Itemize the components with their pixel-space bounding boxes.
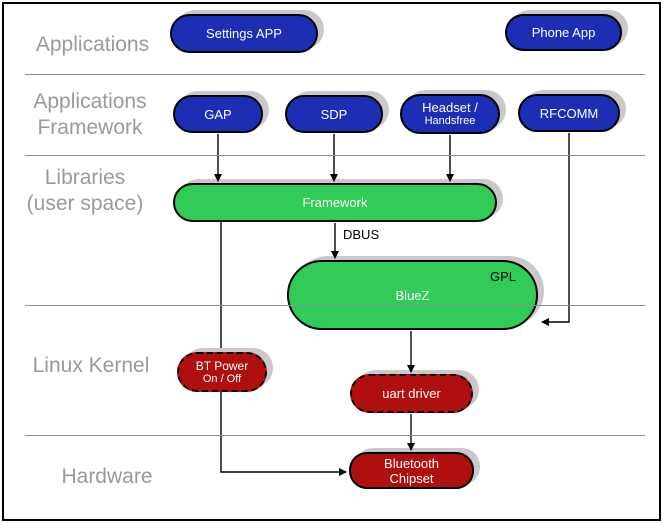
node-uart-driver-label: uart driver [382,386,441,401]
node-bluetooth-chipset: Bluetooth Chipset [349,452,474,489]
layer-label-applications-framework: Applications Framework [20,89,160,141]
layer-label-applications-framework-line2: Framework [37,116,143,139]
node-uart-driver: uart driver [350,374,473,413]
layer-label-applications-framework-line1: Applications [33,90,147,113]
node-headset-line2: Handsfree [424,115,476,127]
layer-label-applications: Applications [25,32,160,58]
connector-rfcomm-to-bluez [541,133,570,326]
layer-label-libraries: Libraries (user space) [10,165,160,217]
separator-framework [25,155,645,156]
node-sdp: SDP [285,95,383,133]
node-settings-app: Settings APP [170,14,318,53]
node-phone-app-label: Phone App [531,25,596,40]
node-phone-app: Phone App [505,14,622,51]
layer-label-linux-kernel-text: Linux Kernel [32,354,150,377]
node-gap-label: GAP [204,106,232,122]
layer-label-hardware-text: Hardware [61,465,153,488]
separator-applications [25,74,645,75]
layer-label-linux-kernel: Linux Kernel [21,353,161,379]
node-bluez-label: BlueZ [395,287,430,303]
layer-label-applications-text: Applications [35,33,150,56]
node-sdp-label: SDP [320,106,348,122]
layer-label-libraries-line1: Libraries [44,166,126,189]
node-bluez: GPL BlueZ [287,260,538,330]
node-framework: Framework [173,183,497,222]
node-bt-power-line1: BT Power [195,358,249,373]
node-bluetooth-chipset-line1: Bluetooth [384,455,439,471]
node-settings-app-label: Settings APP [206,26,282,41]
node-rfcomm: RFCOMM [518,94,620,132]
separator-userspace-kernel [25,305,645,306]
layer-label-libraries-line2: (user space) [26,192,144,215]
node-bt-power-line2: On / Off [202,372,242,385]
separator-kernel-hardware [25,435,645,436]
node-headset-line1: Headset / [422,100,478,115]
layer-label-hardware: Hardware [37,464,177,490]
node-bluetooth-chipset-line2: Chipset [389,470,434,486]
node-rfcomm-label: RFCOMM [539,105,599,121]
node-gap: GAP [173,95,263,133]
bluez-gpl-badge: GPL [489,269,516,284]
node-framework-label: Framework [302,195,368,210]
node-bt-power: BT Power On / Off [177,352,267,392]
node-headset-handsfree: Headset / Handsfree [400,94,500,134]
dbus-edge-label: DBUS [343,227,380,242]
